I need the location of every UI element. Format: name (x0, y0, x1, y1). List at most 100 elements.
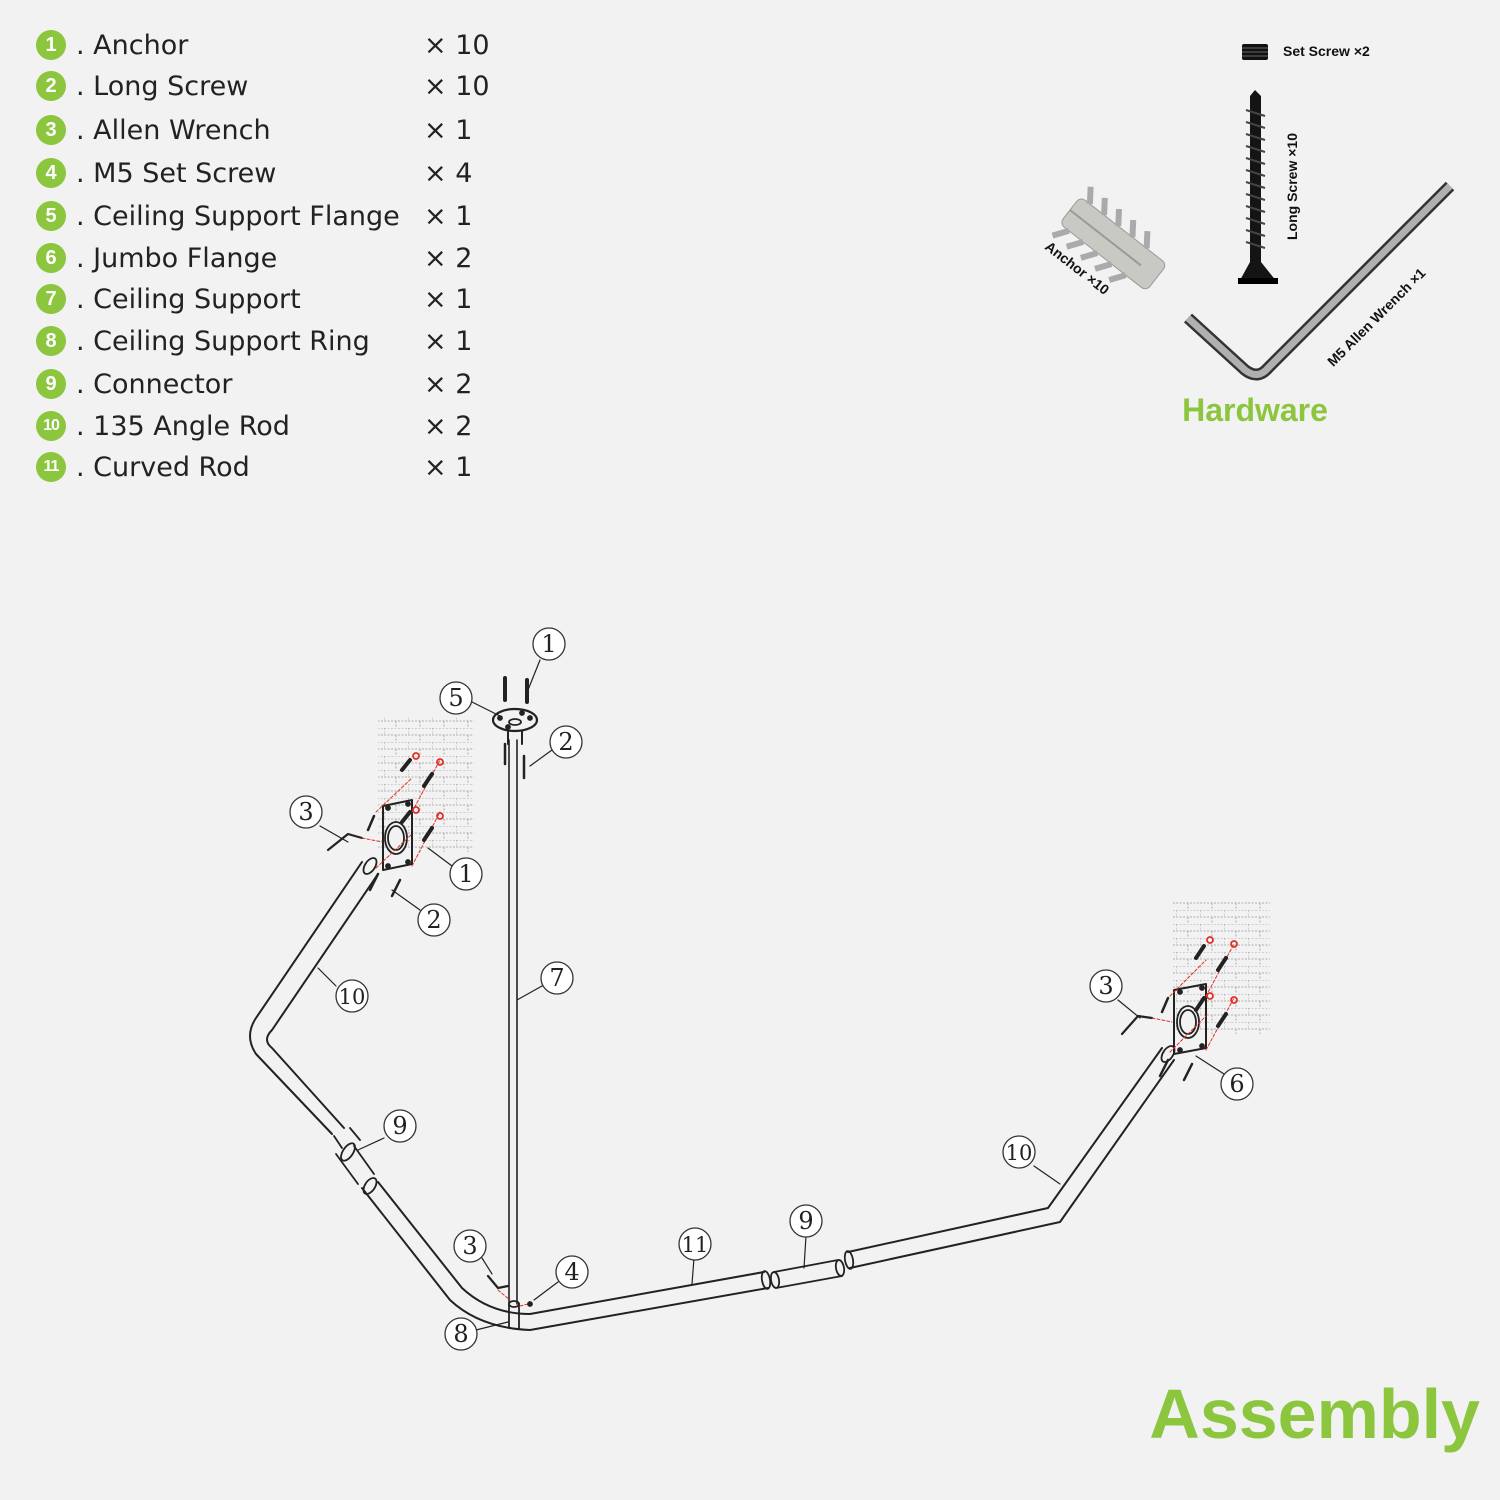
part-number-badge: 3 (36, 115, 66, 145)
part-number-badge: 7 (36, 284, 66, 314)
right-angle-rod (843, 1045, 1176, 1270)
callout-leaders (317, 659, 1225, 1331)
callouts: 1 5 2 3 1 2 7 10 9 3 4 8 11 9 10 3 6 (289, 627, 1254, 1351)
assembly-title: Assembly (1149, 1375, 1480, 1453)
svg-text:3: 3 (462, 1232, 477, 1260)
part-row-ceiling-support: 7 . Ceiling Support × 1 (36, 282, 536, 318)
part-row-long-screw: 2 . Long Screw × 10 (36, 69, 536, 105)
svg-text:6: 6 (1229, 1070, 1244, 1098)
callout-connector-left: 9 (383, 1109, 417, 1143)
callout-jumbo-flange: 6 (1220, 1067, 1254, 1101)
part-name: . Allen Wrench (76, 115, 271, 146)
callout-long-screw-left: 2 (417, 903, 451, 937)
anchor-icon (1051, 186, 1166, 290)
ceiling-support-pole (508, 739, 518, 1305)
bottom-connector (769, 1259, 846, 1289)
part-name: . Long Screw (76, 71, 249, 102)
part-number-badge: 1 (36, 30, 66, 60)
right-allen-wrench (1120, 1014, 1173, 1036)
part-name: . Ceiling Support Flange (76, 201, 400, 232)
hardware-title: Hardware (1182, 392, 1328, 428)
part-name: . Connector (76, 369, 233, 400)
part-number-badge: 4 (36, 158, 66, 188)
allen-wrench-icon (1183, 181, 1455, 381)
part-quantity: × 10 (424, 71, 490, 102)
svg-text:9: 9 (392, 1112, 407, 1140)
ceiling-support-flange (491, 707, 539, 745)
part-row-jumbo-flange: 6 . Jumbo Flange × 2 (36, 241, 536, 277)
part-number-badge: 10 (36, 411, 66, 441)
long-screw-icon (1238, 90, 1278, 284)
set-screw-icon (1242, 44, 1268, 60)
part-quantity: × 2 (424, 369, 473, 400)
bottom-allen-wrench (486, 1274, 533, 1307)
svg-text:9: 9 (798, 1207, 813, 1235)
callout-allen-wrench-left: 3 (289, 795, 323, 829)
part-quantity: × 1 (424, 284, 473, 315)
long-screw-label: Long Screw ×10 (1284, 133, 1300, 240)
part-quantity: × 10 (424, 30, 490, 61)
part-row-135-angle-rod: 10 . 135 Angle Rod × 2 (36, 409, 536, 445)
part-number-badge: 5 (36, 201, 66, 231)
part-name: . M5 Set Screw (76, 158, 277, 189)
svg-text:4: 4 (564, 1258, 579, 1286)
callout-anchor-left: 1 (449, 857, 483, 891)
left-connector (333, 1127, 375, 1185)
svg-text:10: 10 (339, 985, 366, 1009)
part-quantity: × 1 (424, 452, 473, 483)
part-number-badge: 8 (36, 326, 66, 356)
callout-long-screw-top: 2 (549, 725, 583, 759)
svg-text:11: 11 (682, 1233, 709, 1257)
part-row-curved-rod: 11 . Curved Rod × 1 (36, 450, 536, 486)
part-row-anchor: 1 . Anchor × 10 (36, 28, 536, 64)
part-number-badge: 11 (36, 452, 66, 482)
svg-text:5: 5 (448, 684, 463, 712)
part-row-allen-wrench: 3 . Allen Wrench × 1 (36, 113, 536, 149)
top-anchors (503, 676, 529, 780)
left-jumbo-flange (366, 752, 444, 898)
part-quantity: × 1 (424, 201, 473, 232)
part-name: . Jumbo Flange (76, 243, 278, 274)
part-name: . Curved Rod (76, 452, 250, 483)
callout-ceiling-flange: 5 (439, 681, 473, 715)
part-row-m5-set-screw: 4 . M5 Set Screw × 4 (36, 156, 536, 192)
callout-support-ring: 8 (444, 1317, 478, 1351)
svg-text:10: 10 (1006, 1141, 1033, 1165)
callout-anchor-top: 1 (532, 627, 566, 661)
svg-text:2: 2 (558, 728, 573, 756)
part-number-badge: 2 (36, 71, 66, 101)
part-row-connector: 9 . Connector × 2 (36, 367, 536, 403)
part-quantity: × 1 (424, 326, 473, 357)
part-name: . Ceiling Support (76, 284, 301, 315)
callout-connector-bottom: 9 (789, 1204, 823, 1238)
callout-ceiling-support: 7 (540, 961, 574, 995)
curved-rod (361, 1177, 772, 1331)
part-name: . Anchor (76, 30, 189, 61)
callout-set-screw: 4 (555, 1255, 589, 1289)
part-quantity: × 2 (424, 411, 473, 442)
callout-angle-rod-right: 10 (1002, 1135, 1036, 1169)
set-screw-label: Set Screw ×2 (1283, 43, 1370, 59)
ceiling-support-ring (508, 1300, 520, 1329)
svg-text:3: 3 (1098, 972, 1113, 1000)
callout-allen-wrench-bottom: 3 (453, 1229, 487, 1263)
svg-text:1: 1 (458, 860, 473, 888)
svg-text:1: 1 (541, 630, 556, 658)
part-quantity: × 2 (424, 243, 473, 274)
svg-text:7: 7 (549, 964, 564, 992)
left-angle-rod (249, 857, 379, 1135)
part-row-ceiling-support-flange: 5 . Ceiling Support Flange × 1 (36, 199, 536, 235)
svg-text:8: 8 (453, 1320, 468, 1348)
callout-curved-rod: 11 (678, 1227, 712, 1261)
part-number-badge: 9 (36, 369, 66, 399)
hardware-illustration (1051, 44, 1455, 381)
left-allen-wrench (326, 832, 383, 852)
right-jumbo-flange (1158, 936, 1238, 1082)
part-name: . Ceiling Support Ring (76, 326, 370, 357)
part-quantity: × 1 (424, 115, 473, 146)
part-quantity: × 4 (424, 158, 473, 189)
callout-angle-rod-left: 10 (335, 979, 369, 1013)
callout-allen-wrench-right: 3 (1089, 969, 1123, 1003)
svg-text:2: 2 (426, 906, 441, 934)
